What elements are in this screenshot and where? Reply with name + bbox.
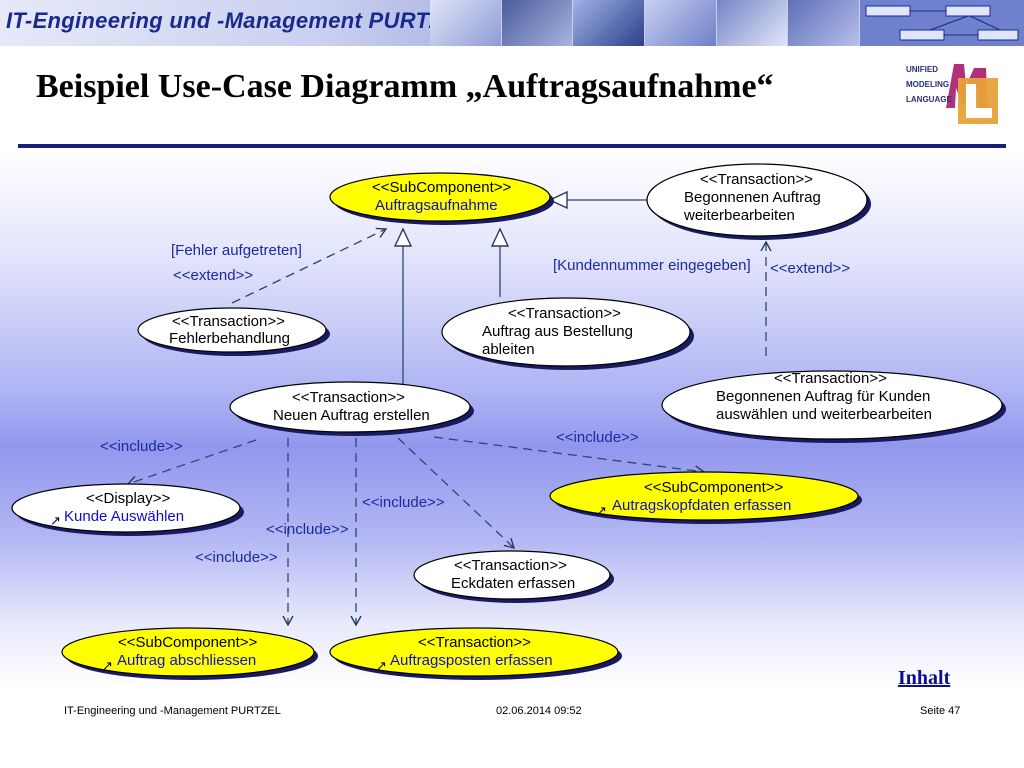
banner-image bbox=[645, 0, 717, 46]
use-case-name: Neuen Auftrag erstellen bbox=[273, 407, 430, 424]
use-case-auftrag-abschliessen[interactable]: <<SubComponent>> ↗ Auftrag abschliessen bbox=[61, 627, 318, 680]
use-case-name: Auftragsaufnahme bbox=[375, 197, 498, 214]
banner-mini-diagram bbox=[860, 0, 1024, 46]
use-case-auftragsposten-erfassen[interactable]: <<Transaction>> ↗ Auftragsposten erfasse… bbox=[329, 627, 622, 680]
banner-image bbox=[573, 0, 646, 46]
footer-date: 02.06.2014 09:52 bbox=[496, 705, 582, 717]
use-case-autragskopfdaten-erfassen[interactable]: <<SubComponent>> ↗ Autragskopfdaten erfa… bbox=[549, 471, 862, 524]
use-case-name: auswählen und weiterbearbeiten bbox=[716, 406, 932, 423]
use-case-stereotype: <<SubComponent>> bbox=[118, 634, 258, 651]
extend-line bbox=[231, 227, 388, 304]
use-case-name: Fehlerbehandlung bbox=[169, 330, 290, 347]
use-case-stereotype: <<Display>> bbox=[86, 490, 170, 507]
include-line bbox=[397, 437, 516, 549]
use-case-kunde-auswaehlen[interactable]: <<Display>> ↗ Kunde Auswählen bbox=[11, 483, 244, 536]
extend-label: <<extend>> bbox=[770, 260, 850, 277]
guard-label: [Fehler aufgetreten] bbox=[171, 242, 302, 259]
use-case-name: Auftrag aus Bestellung bbox=[482, 323, 633, 340]
uml-logo: UNIFIED MODELING LANGUAGE bbox=[904, 58, 1006, 130]
use-case-name: weiterbearbeiten bbox=[683, 207, 795, 224]
use-case-stereotype: <<Transaction>> bbox=[418, 634, 531, 651]
link-icon: ↗ bbox=[102, 658, 113, 673]
include-label: <<include>> bbox=[100, 438, 183, 455]
include-line bbox=[433, 436, 706, 477]
use-case-stereotype: <<SubComponent>> bbox=[644, 479, 784, 496]
use-case-auftragsaufnahme[interactable]: <<SubComponent>> Auftragsaufnahme bbox=[329, 172, 554, 225]
include-line bbox=[126, 439, 257, 487]
use-case-stereotype: <<Transaction>> bbox=[700, 171, 813, 188]
use-case-stereotype: <<Transaction>> bbox=[454, 557, 567, 574]
logo-line: LANGUAGE bbox=[906, 95, 952, 104]
use-case-stereotype: <<Transaction>> bbox=[508, 305, 621, 322]
use-case-stereotype: <<Transaction>> bbox=[292, 389, 405, 406]
use-case-name: Begonnenen Auftrag bbox=[684, 189, 821, 206]
header-banner: IT-Engineering und -Management PURTZEL bbox=[0, 0, 1024, 46]
include-label: <<include>> bbox=[195, 549, 278, 566]
title-divider bbox=[18, 144, 1006, 148]
guard-label: [Kundennummer eingegeben] bbox=[553, 257, 751, 274]
include-label: <<include>> bbox=[556, 429, 639, 446]
link-icon: ↗ bbox=[376, 658, 387, 673]
mini-diagram-icon bbox=[865, 5, 1019, 41]
use-case-begonnenen-auftrag-weiterbearbeiten[interactable]: <<Transaction>> Begonnenen Auftrag weite… bbox=[646, 163, 871, 240]
include-label: <<include>> bbox=[266, 521, 349, 538]
use-case-name: Auftrag abschliessen bbox=[117, 652, 256, 669]
use-case-begonnenen-auftrag-fuer-kunden[interactable]: <<Transaction>> Begonnenen Auftrag für K… bbox=[661, 370, 1006, 443]
use-case-stereotype: <<SubComponent>> bbox=[372, 179, 512, 196]
use-case-stereotype: <<Transaction>> bbox=[774, 370, 887, 387]
include-label: <<include>> bbox=[362, 494, 445, 511]
use-case-eckdaten-erfassen[interactable]: <<Transaction>> Eckdaten erfassen bbox=[413, 550, 614, 603]
logo-line: UNIFIED bbox=[906, 65, 938, 74]
banner-image bbox=[788, 0, 861, 46]
use-case-neuen-auftrag-erstellen[interactable]: <<Transaction>> Neuen Auftrag erstellen bbox=[229, 381, 474, 436]
use-case-name: Begonnenen Auftrag für Kunden bbox=[716, 388, 930, 405]
use-case-name: ableiten bbox=[482, 341, 535, 358]
use-case-auftrag-aus-bestellung-ableiten[interactable]: <<Transaction>> Auftrag aus Bestellung a… bbox=[441, 297, 694, 370]
use-case-name: Autragskopfdaten erfassen bbox=[612, 497, 791, 514]
use-case-name: Eckdaten erfassen bbox=[451, 575, 575, 592]
link-icon: ↗ bbox=[596, 503, 607, 518]
footer-page-number: Seite 47 bbox=[920, 705, 961, 717]
brand-title: IT-Engineering und -Management PURTZEL bbox=[6, 8, 472, 33]
use-case-stereotype: <<Transaction>> bbox=[172, 313, 285, 330]
footer-company: IT-Engineering und -Management PURTZEL bbox=[64, 705, 281, 717]
page-title: Beispiel Use-Case Diagramm „Auftragsaufn… bbox=[36, 68, 774, 105]
banner-images bbox=[430, 0, 861, 46]
banner-image bbox=[430, 0, 502, 46]
banner-image bbox=[716, 0, 789, 46]
use-case-name: Auftragsposten erfassen bbox=[390, 652, 553, 669]
uml-logo-icon: UNIFIED MODELING LANGUAGE bbox=[904, 58, 1006, 130]
link-icon: ↗ bbox=[50, 513, 61, 528]
extend-label: <<extend>> bbox=[173, 267, 253, 284]
use-case-name: Kunde Auswählen bbox=[64, 508, 184, 525]
use-case-fehlerbehandlung[interactable]: <<Transaction>> Fehlerbehandlung bbox=[137, 307, 330, 356]
banner-image bbox=[501, 0, 574, 46]
inhalt-link[interactable]: Inhalt bbox=[898, 667, 951, 689]
logo-line: MODELING bbox=[906, 80, 949, 89]
